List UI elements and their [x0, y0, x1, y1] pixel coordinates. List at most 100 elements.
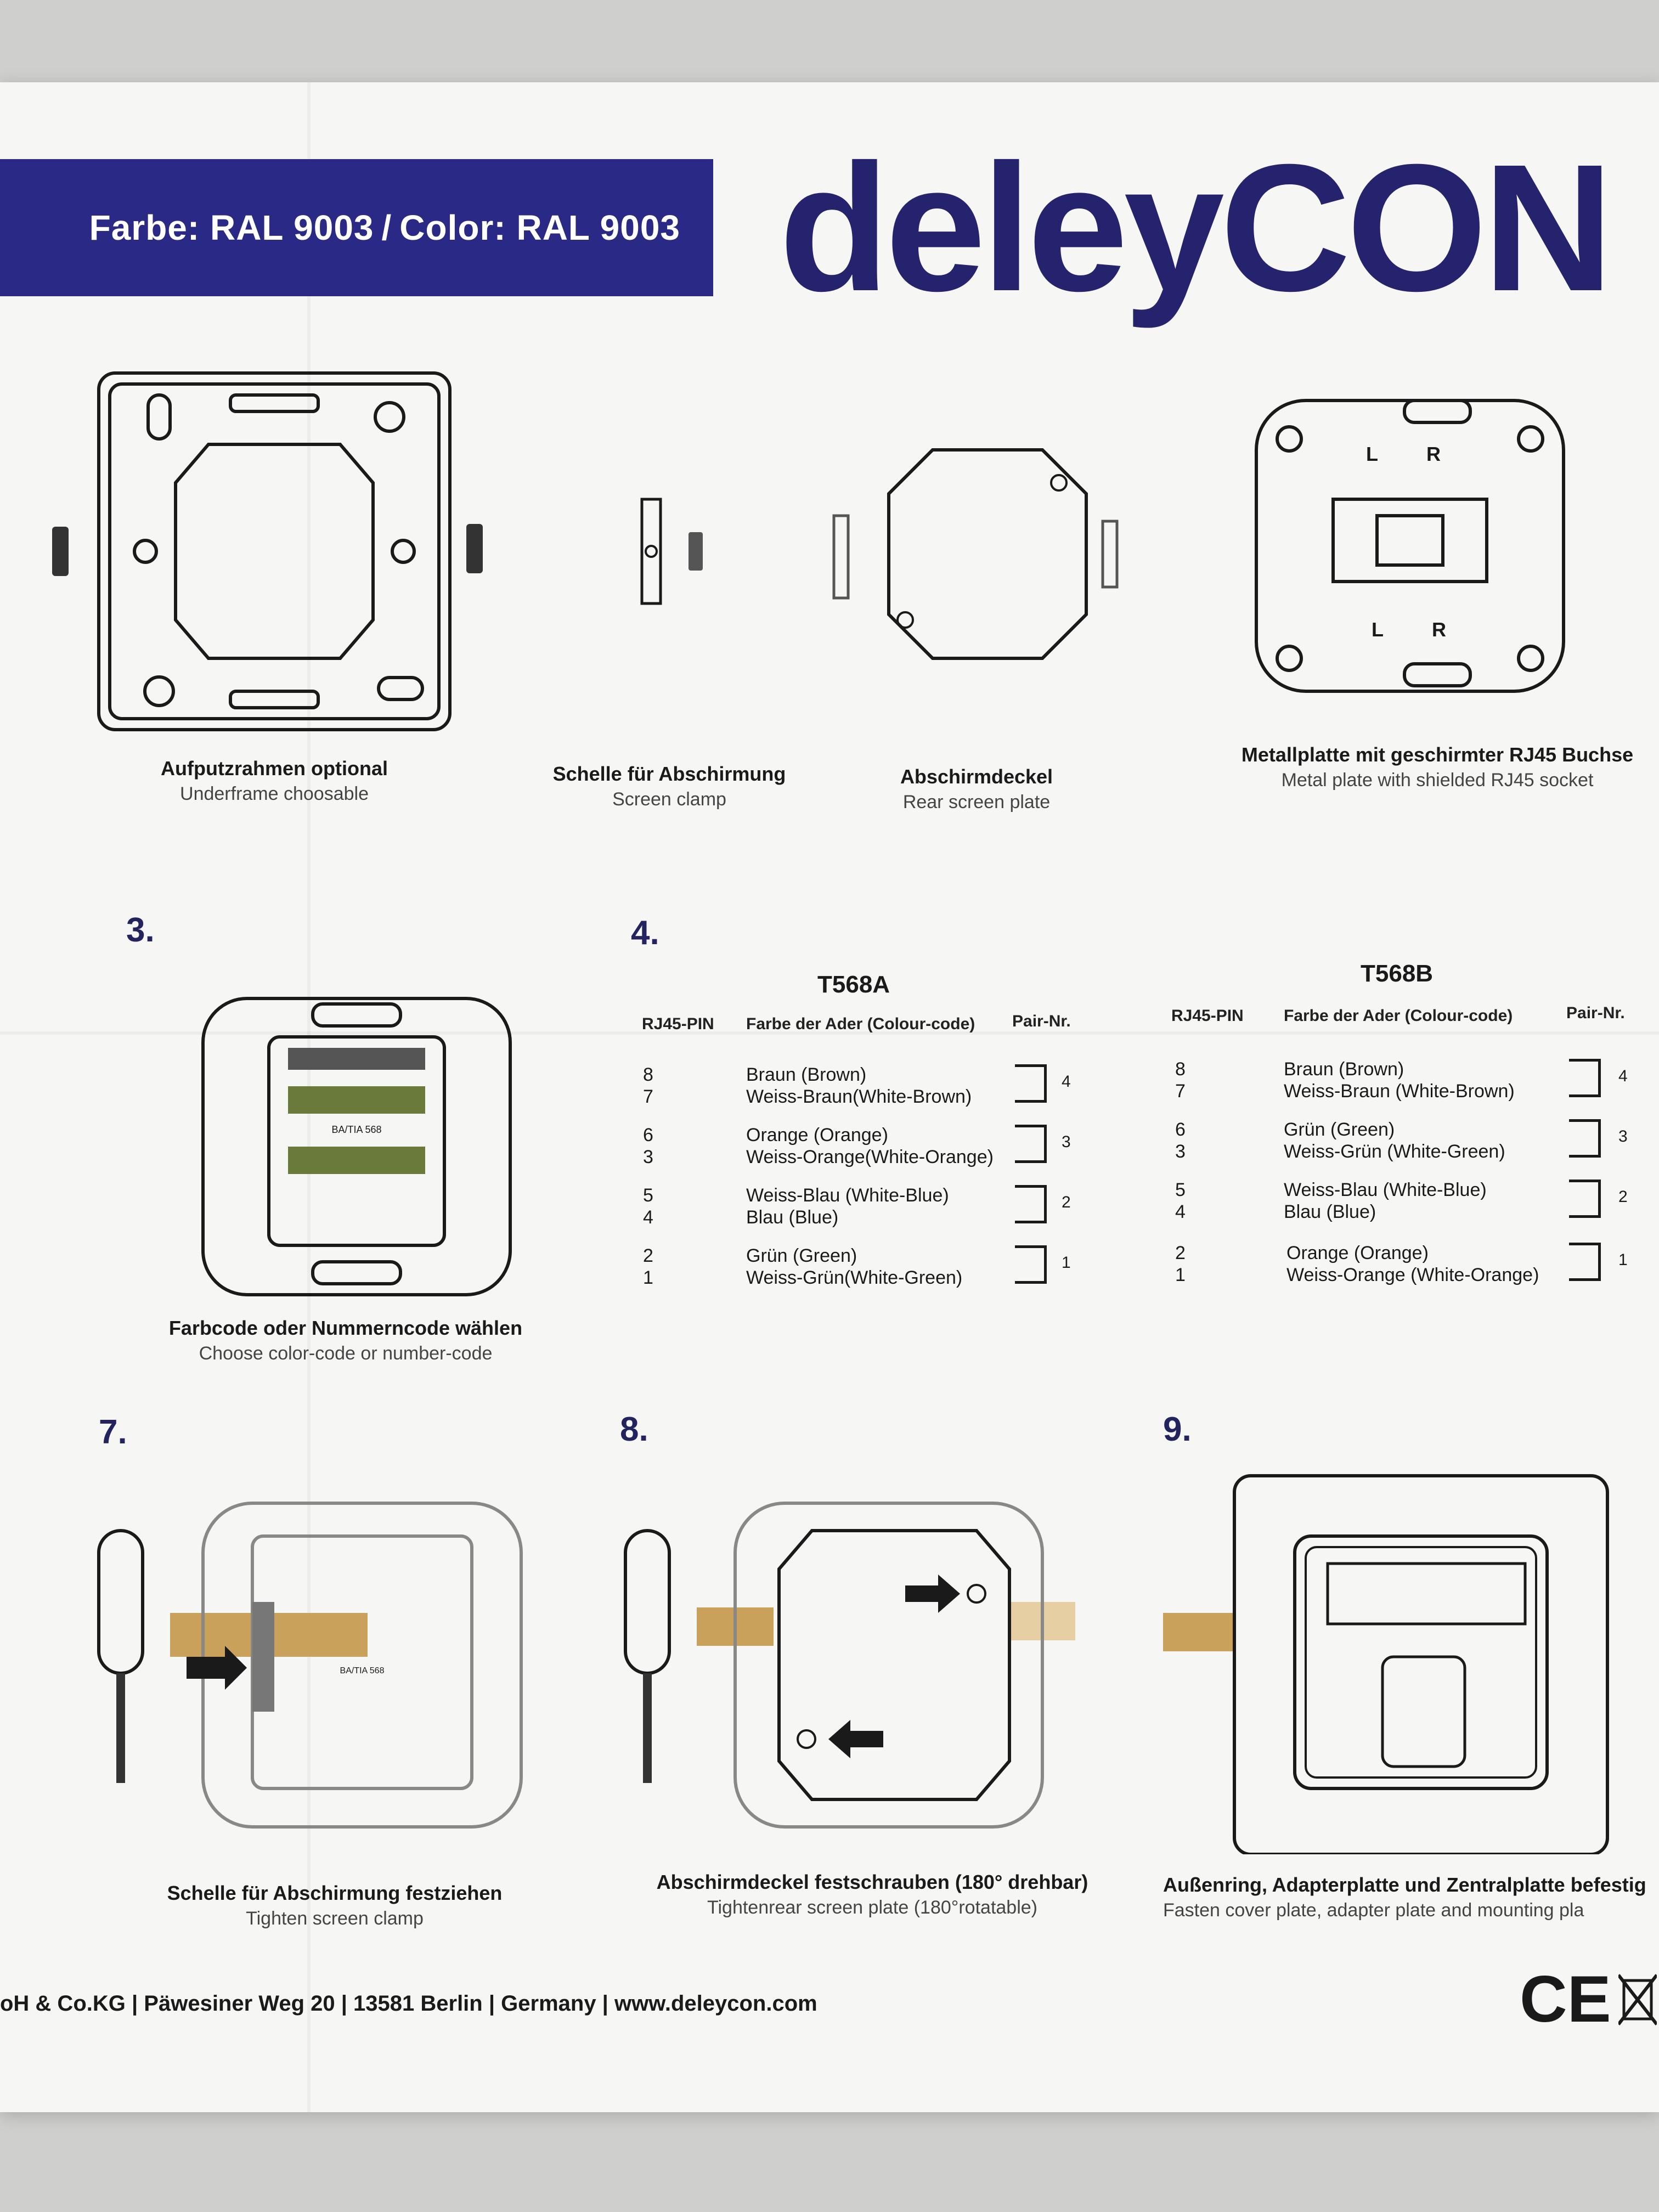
table-header-pair: Pair-Nr. [1566, 1004, 1625, 1022]
pin: 6 [1175, 1119, 1186, 1140]
color-code: Weiss-Orange(White-Orange) [746, 1147, 994, 1167]
screwdriver-icon [97, 1529, 144, 1783]
underframe-caption: Aufputzrahmen optional Underframe choosa… [161, 757, 388, 804]
pair-bracket [1015, 1125, 1047, 1163]
arrow-right-icon [187, 1646, 247, 1690]
clamp-caption: Schelle für Abschirmung Screen clamp [552, 763, 786, 810]
pair-number: 3 [1618, 1127, 1628, 1146]
pin: 4 [1175, 1201, 1186, 1222]
pin: 6 [643, 1125, 653, 1146]
screw-icon [689, 532, 703, 571]
screwdriver-icon [624, 1529, 671, 1783]
socket-label-left: L [1372, 618, 1384, 641]
pair-number: 2 [1062, 1193, 1071, 1211]
color-code: Orange (Orange) [746, 1125, 888, 1146]
color-code: Grün (Green) [746, 1245, 857, 1266]
underframe-drawing [44, 362, 505, 746]
socket-label-left: L [1366, 443, 1378, 465]
pin: 7 [1175, 1081, 1186, 1102]
step8-caption: Abschirmdeckel festschrauben (180° drehb… [656, 1871, 1088, 1918]
pair-number: 3 [1062, 1133, 1071, 1151]
pin: 1 [1175, 1265, 1186, 1285]
step8-drawing [620, 1492, 1103, 1843]
table-header-color: Farbe der Ader (Colour-code) [746, 1015, 975, 1033]
pin: 5 [643, 1185, 653, 1206]
color-label-de: Farbe: RAL 9003 [89, 208, 374, 247]
color-separator: / [381, 208, 392, 247]
step9-caption: Außenring, Adapterplatte und Zentralplat… [1163, 1874, 1646, 1921]
pair-bracket [1569, 1180, 1601, 1218]
step9-drawing [1163, 1470, 1657, 1854]
pair-bracket [1015, 1245, 1047, 1284]
terminal-block-drawing: BA/TIA 568 [192, 988, 521, 1306]
pair-bracket [1015, 1185, 1047, 1223]
color-code: Weiss-Blau (White-Blue) [1284, 1180, 1487, 1200]
color-code: Orange (Orange) [1286, 1243, 1429, 1263]
pair-number: 4 [1062, 1073, 1071, 1091]
brand-logo: deleyCON [779, 126, 1613, 329]
table-title: T568B [1361, 960, 1434, 987]
color-code: Weiss-Braun (White-Brown) [1284, 1081, 1515, 1102]
pin: 7 [643, 1086, 653, 1107]
pin: 8 [1175, 1059, 1186, 1080]
step7-drawing: BA/TIA 568 [88, 1492, 538, 1843]
terminal-label: BA/TIA 568 [340, 1666, 385, 1675]
screw-icon [832, 514, 1119, 600]
pair-number: 4 [1618, 1067, 1628, 1085]
color-label-en: Color: RAL 9003 [399, 208, 680, 247]
step-number-9: 9. [1163, 1410, 1192, 1448]
pair-bracket [1569, 1119, 1601, 1158]
color-banner: Farbe: RAL 9003 / Color: RAL 9003 [0, 159, 713, 296]
pin: 2 [1175, 1243, 1186, 1263]
color-code: Blau (Blue) [1284, 1201, 1376, 1222]
paper-fold [0, 1031, 1659, 1035]
pin: 5 [1175, 1180, 1186, 1200]
color-code: Braun (Brown) [746, 1064, 867, 1085]
pin: 8 [643, 1064, 653, 1085]
color-code: Grün (Green) [1284, 1119, 1395, 1140]
terminal-label: BA/TIA 568 [331, 1124, 381, 1135]
pair-bracket [1569, 1059, 1601, 1097]
arrow-left-icon [828, 1720, 883, 1758]
pair-number: 2 [1618, 1188, 1628, 1206]
step-number-3: 3. [126, 911, 155, 949]
color-code: Weiss-Grün (White-Green) [1284, 1141, 1505, 1162]
step-number-4: 4. [631, 914, 659, 952]
pin: 3 [1175, 1141, 1186, 1162]
rear-plate-caption: Abschirmdeckel Rear screen plate [900, 765, 1053, 812]
pin: 1 [643, 1267, 653, 1288]
color-code: Blau (Blue) [746, 1207, 839, 1228]
pair-bracket [1015, 1064, 1047, 1103]
socket-label-right: R [1432, 618, 1446, 641]
color-code: Weiss-Blau (White-Blue) [746, 1185, 949, 1206]
rear-screen-plate-drawing [823, 433, 1141, 675]
pin: 2 [643, 1245, 653, 1266]
screw-icon [52, 524, 483, 576]
screen-clamp-drawing [631, 483, 730, 614]
pin: 3 [643, 1147, 653, 1167]
weee-bin-icon [1617, 1970, 1658, 2033]
table-header-pin: RJ45-PIN [1171, 1007, 1244, 1025]
socket-label-right: R [1426, 443, 1441, 465]
color-code: Weiss-Braun(White-Brown) [746, 1086, 972, 1107]
pair-number: 1 [1618, 1251, 1628, 1269]
table-header-pair: Pair-Nr. [1012, 1012, 1071, 1030]
table-header-color: Farbe der Ader (Colour-code) [1284, 1007, 1513, 1025]
step-number-8: 8. [620, 1410, 648, 1448]
pin: 4 [643, 1207, 653, 1228]
step3-caption: Farbcode oder Nummerncode wählen Choose … [168, 1317, 523, 1364]
ce-mark-icon: CE [1520, 1962, 1611, 2036]
step7-caption: Schelle für Abschirmung festziehen Tight… [167, 1882, 503, 1929]
pair-number: 1 [1062, 1254, 1071, 1272]
color-code: Weiss-Orange (White-Orange) [1286, 1265, 1539, 1285]
color-code: Braun (Brown) [1284, 1059, 1404, 1080]
color-code: Weiss-Grün(White-Green) [746, 1267, 963, 1288]
arrow-right-icon [905, 1575, 960, 1613]
table-header-pin: RJ45-PIN [642, 1015, 714, 1033]
step-number-7: 7. [99, 1413, 127, 1451]
pair-bracket [1569, 1243, 1601, 1281]
metal-plate-drawing: L R L R [1240, 379, 1580, 708]
table-title: T568A [817, 971, 890, 998]
footer-address: oH & Co.KG | Päwesiner Weg 20 | 13581 Be… [0, 1991, 817, 2016]
metal-plate-caption: Metallplatte mit geschirmter RJ45 Buchse… [1241, 743, 1634, 791]
